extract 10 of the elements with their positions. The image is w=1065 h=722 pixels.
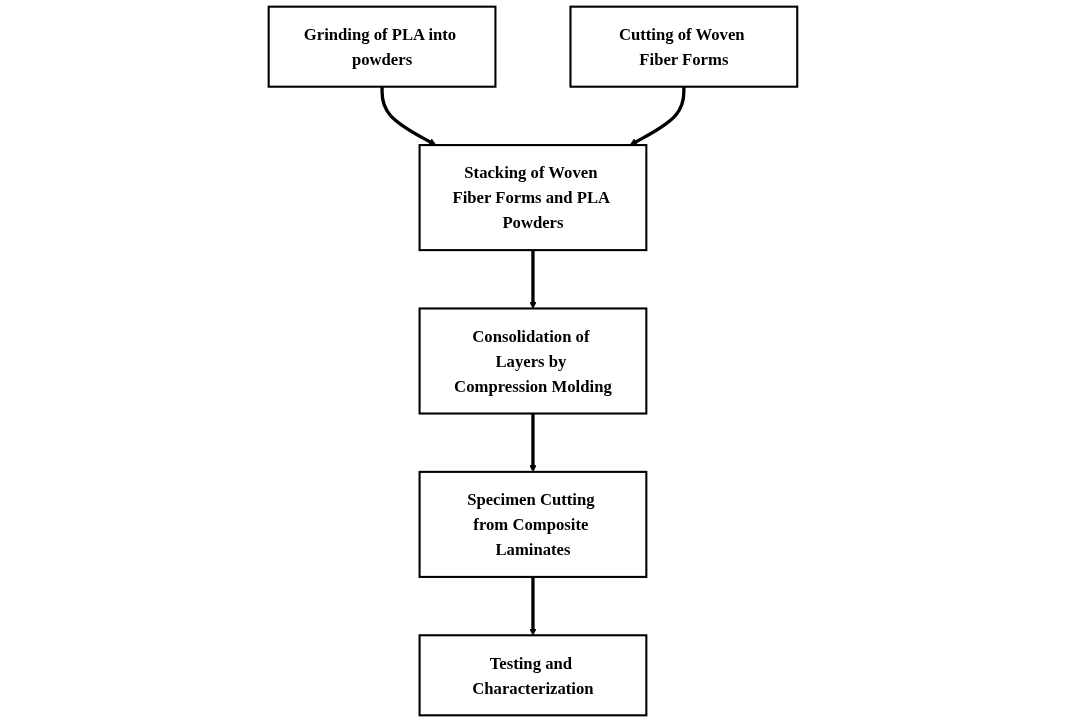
node-box: Specimen Cutting from Composite Laminates [418,470,647,578]
arrow [528,250,537,309]
node-box: Testing and Characterization [418,634,647,717]
arrow [379,86,436,146]
arrow [528,576,537,636]
node-box: Grinding of PLA into powders [267,5,497,88]
node-box: Consolidation of Layers by Compression Molding [418,307,647,415]
node-box: Stacking of Woven Fiber Forms and PLA Powders [418,144,647,252]
node-box: Cutting of Woven Fiber Forms [569,5,798,88]
arrow [629,86,686,146]
